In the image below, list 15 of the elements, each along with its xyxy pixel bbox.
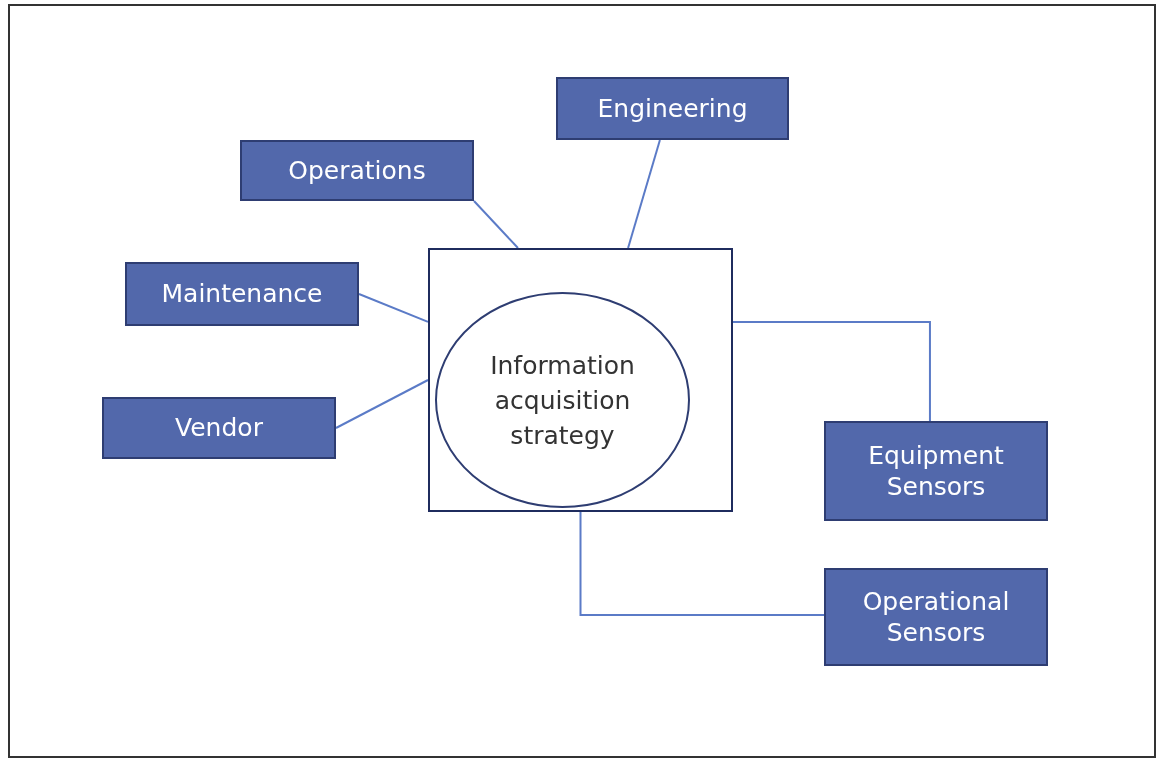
connector-line [732,320,931,422]
connector-line [335,379,429,429]
connector-line [627,139,661,249]
department-box: Vendor [102,397,336,459]
department-box: Operational Sensors [824,568,1048,666]
connector-line [579,511,825,617]
department-box: Engineering [556,77,789,140]
connector-line [473,200,519,249]
connector-line [358,293,429,323]
department-box: Equipment Sensors [824,421,1048,521]
strategy-frame [428,248,733,512]
strategy-label: Information acquisition strategy [489,349,636,452]
department-box: Maintenance [125,262,359,326]
strategy-ellipse [435,292,690,508]
department-box: Operations [240,140,474,201]
